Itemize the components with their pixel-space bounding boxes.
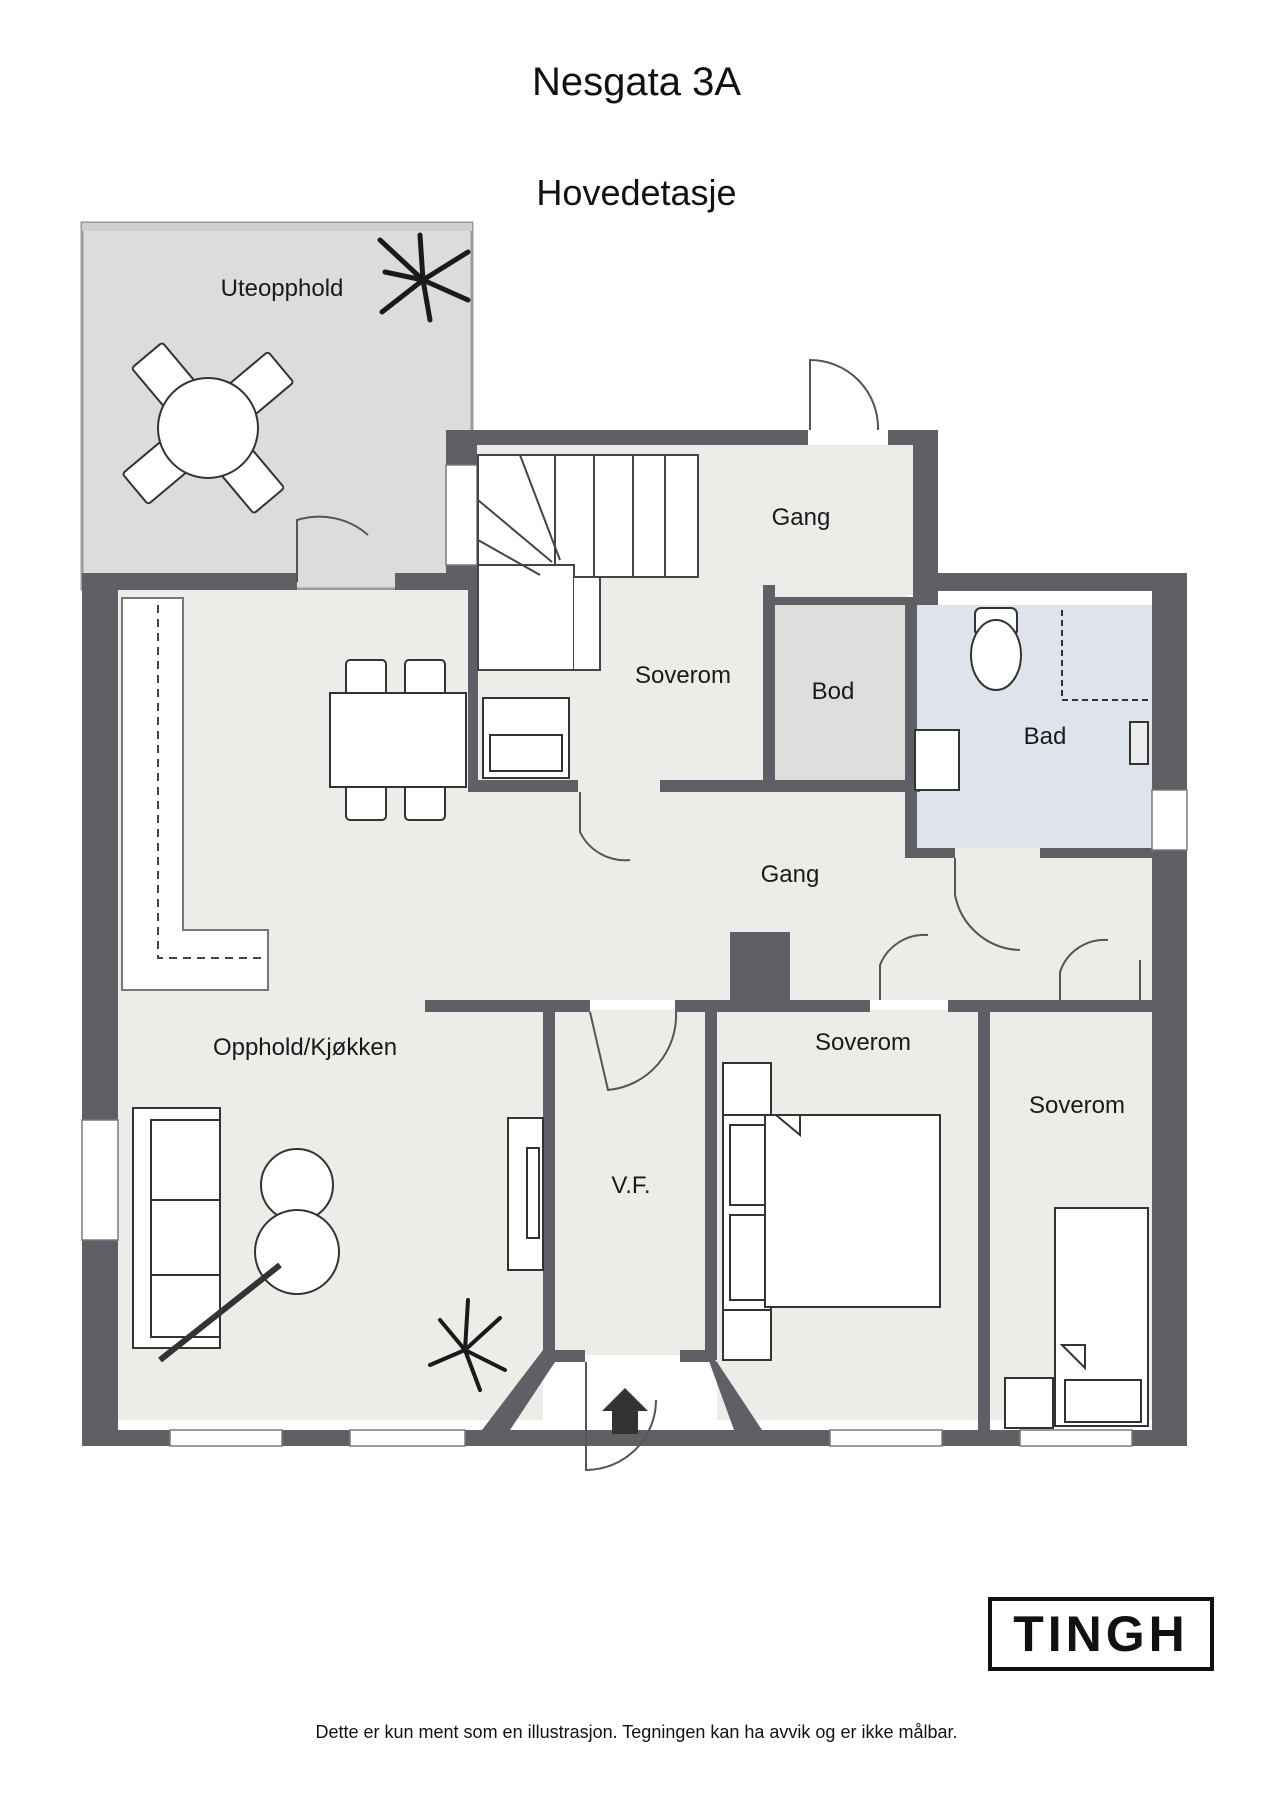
tv-cabinet: [507, 1117, 544, 1271]
sofa: [132, 1107, 221, 1349]
bathroom-fixtures: [914, 607, 1152, 791]
counter-edge-line: [157, 605, 262, 959]
label-opphold-kjokken: Opphold/Kjøkken: [213, 1034, 397, 1061]
room-labels: Uteopphold Gang Soverom Bod Bad Gang Opp…: [213, 275, 1125, 1199]
entrance-arrow-icon: [602, 1388, 648, 1434]
staircase: [477, 454, 699, 671]
single-bed: [1004, 1207, 1149, 1429]
windows: [81, 464, 1188, 1447]
terrace-plant-icon: [377, 232, 471, 323]
label-soverom-middle: Soverom: [815, 1029, 911, 1056]
label-bad: Bad: [1024, 723, 1067, 750]
dining-table-set: [329, 659, 467, 821]
living-plant-icon: [428, 1298, 507, 1392]
doors: [296, 358, 1141, 1472]
terrace-table-set: [122, 342, 294, 514]
label-soverom-small: Soverom: [635, 662, 731, 689]
disclaimer-text: Dette er kun ment som en illustrasjon. T…: [315, 1722, 958, 1742]
label-vf: V.F.: [611, 1172, 650, 1199]
armchairs: [158, 1148, 340, 1363]
terrace-railing: [82, 223, 472, 231]
label-bod: Bod: [812, 678, 855, 705]
stair-bed: [482, 697, 570, 779]
plan-title: Nesgata 3A: [531, 60, 742, 104]
floor-name: Hovedetasje: [536, 172, 737, 213]
double-bed: [722, 1062, 941, 1361]
label-gang-top: Gang: [772, 504, 831, 531]
label-soverom-right: Soverom: [1029, 1092, 1125, 1119]
label-uteopphold: Uteopphold: [221, 275, 344, 302]
tingh-logo: TINGH: [988, 1597, 1214, 1671]
label-gang-center: Gang: [761, 861, 820, 888]
